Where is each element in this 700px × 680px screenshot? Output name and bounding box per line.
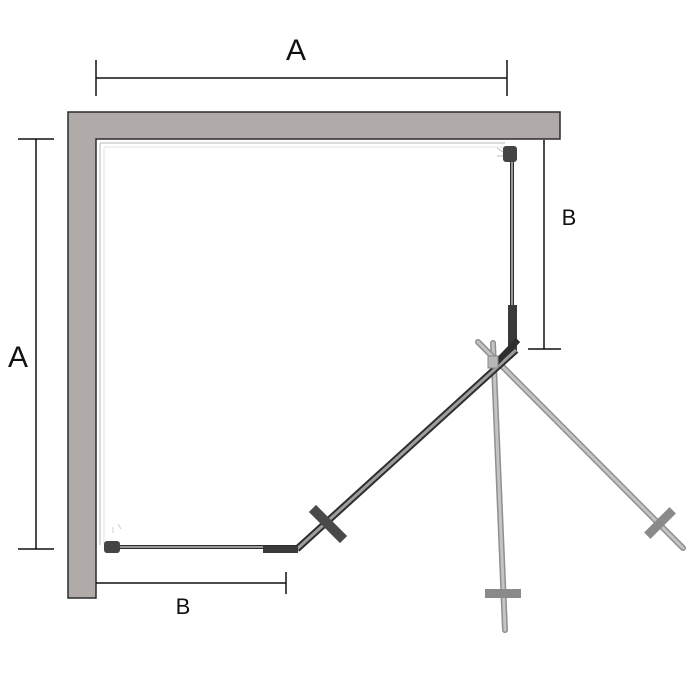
wall-inner-line-2 [103, 146, 505, 545]
wall-corner [67, 111, 561, 599]
hinge-bottom-dots [112, 523, 122, 533]
dimension-label-left-a: A [8, 341, 28, 374]
hinge-top [503, 146, 517, 162]
door-swing-open-straight [485, 340, 521, 633]
dimension-right-b [528, 140, 561, 350]
dimension-top-a [95, 60, 508, 96]
bottom-fixed-panel [118, 545, 298, 553]
dimension-left-a [18, 138, 54, 550]
hinge-bottom [104, 541, 120, 553]
right-fixed-panel [508, 152, 517, 353]
dimension-label-top-a: A [286, 34, 306, 67]
wall-inner-line [99, 142, 505, 545]
door-handle [308, 504, 348, 544]
dimension-label-right-b: B [562, 205, 577, 230]
dimension-bottom-b [96, 572, 287, 594]
door-swing-open-diagonal [475, 339, 686, 551]
diagonal-door-panel [294, 337, 521, 552]
dimension-label-bottom-b: B [176, 594, 191, 619]
door-hinge [487, 355, 499, 369]
hinge-top-dots [496, 147, 504, 157]
